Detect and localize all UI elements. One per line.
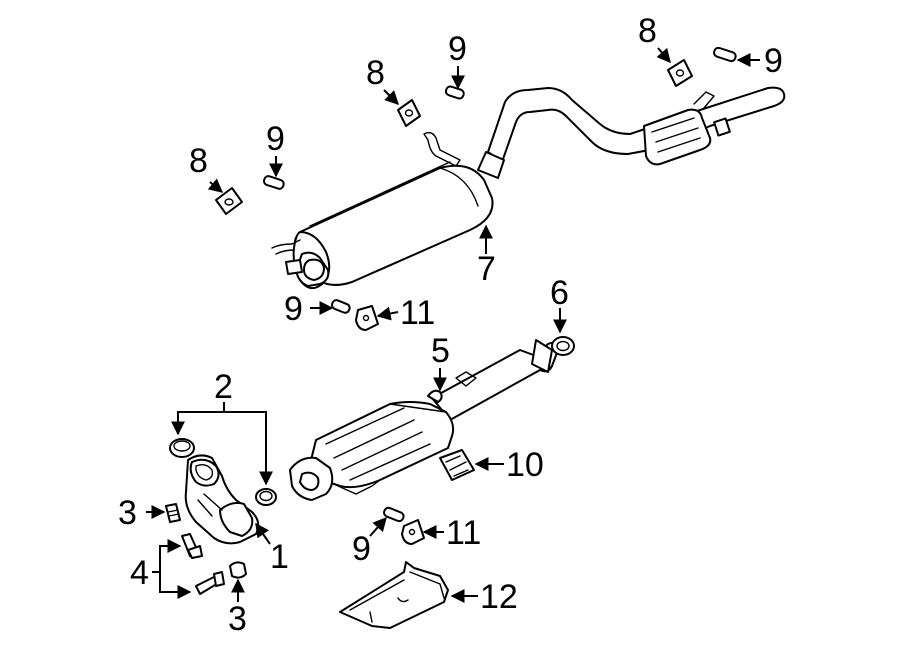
- callout-9-muffler: 9: [284, 290, 303, 328]
- bolt-4-lower: [195, 571, 225, 595]
- callout-labels: 1 2 3 3 4 5 6 7 8 8 8 9 9 9 9 9 10 11 11…: [118, 12, 783, 638]
- callout-12: 12: [480, 578, 518, 616]
- seal-ring-left: [169, 438, 195, 458]
- callout-9-right: 9: [764, 42, 783, 80]
- insulator-8-right: [667, 59, 693, 87]
- insulator-8-left: [215, 187, 243, 215]
- seal-ring-right: [255, 488, 277, 506]
- muffler: [271, 131, 505, 290]
- bracket-11-upper: [355, 305, 379, 331]
- stud-3-upper: [165, 503, 181, 523]
- gasket-ring: [551, 336, 575, 356]
- insulator-8-middle: [397, 99, 421, 127]
- nut-3-lower: [229, 561, 247, 579]
- callout-4: 4: [130, 554, 149, 592]
- callout-8-left: 8: [189, 142, 208, 180]
- callout-7: 7: [477, 250, 496, 288]
- callout-6: 6: [550, 274, 569, 312]
- callout-9-lower: 9: [352, 530, 371, 568]
- hanger-pin-9e: [383, 506, 405, 523]
- hanger-pin-9b: [444, 85, 465, 100]
- heat-shield: [439, 449, 475, 481]
- hanger-pin-9c: [713, 46, 737, 63]
- callout-9-left: 9: [266, 120, 285, 158]
- callout-11-lower: 11: [446, 514, 481, 552]
- leader-lines: [146, 47, 760, 603]
- skid-plate: [339, 561, 449, 629]
- catalytic-converter: [289, 339, 559, 501]
- callout-3-upper: 3: [118, 494, 137, 532]
- hanger-pin-9d: [330, 299, 351, 314]
- hanger-pin-9a: [262, 175, 285, 190]
- callout-8-middle: 8: [366, 54, 385, 92]
- front-pipe: [184, 454, 260, 545]
- bracket-11-lower: [401, 519, 425, 545]
- callout-11-upper: 11: [400, 294, 435, 332]
- callout-2: 2: [214, 368, 233, 406]
- callout-1: 1: [270, 538, 289, 576]
- callout-10: 10: [506, 446, 544, 484]
- callout-9-middle: 9: [448, 30, 467, 68]
- callout-3-lower: 3: [228, 600, 247, 638]
- callout-8-right: 8: [638, 12, 657, 50]
- tail-pipe: [487, 86, 786, 166]
- callout-5: 5: [431, 332, 450, 370]
- bolt-4-upper: [181, 533, 203, 559]
